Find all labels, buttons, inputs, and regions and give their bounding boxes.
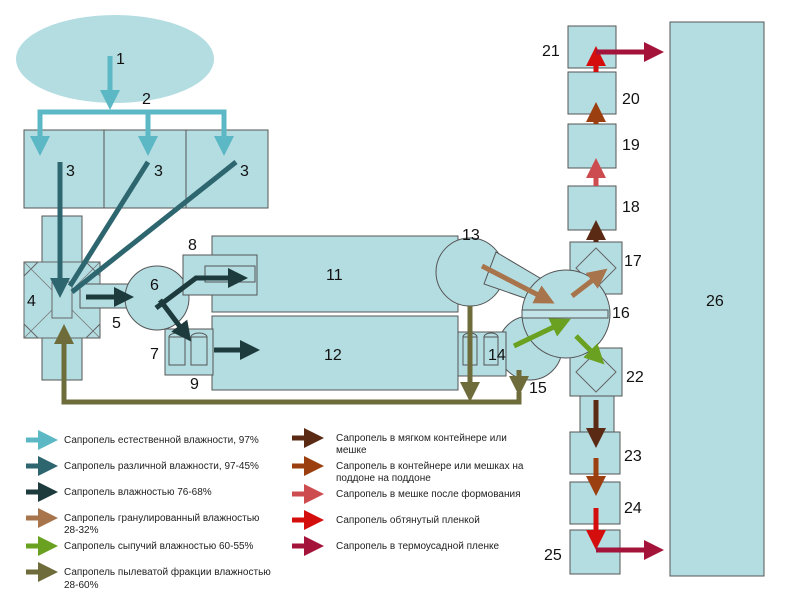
unit-4-core [51,281,73,319]
unit-22-diamond [575,351,617,393]
label-14: 14 [488,347,506,364]
legend-label: Сапропель гранулированный влажностью [64,513,260,524]
legend-item: Сапропель в термоусадной пленке [292,536,499,556]
legend-label: Сапропель обтянутый пленкой [336,514,480,526]
label-3c: 3 [240,163,249,180]
label-5: 5 [112,315,121,332]
unit-6 [124,265,190,331]
label-20: 20 [622,91,640,108]
label-2: 2 [142,91,151,108]
legend-label-cont: 28-32% [64,525,99,536]
legend-item: Сапропель в контейнере или мешках на под… [292,456,524,484]
unit-19 [567,123,617,169]
unit-7-drum-b-body [190,336,208,366]
flow-16-22 [574,334,605,365]
unit-14-drum-b-body [483,336,499,366]
label-1: 1 [116,51,125,68]
label-24: 24 [624,500,642,517]
label-4: 4 [27,293,36,310]
legend-label-cont: 28-60% [64,580,99,591]
label-9: 9 [190,376,199,393]
unit-18 [567,185,617,231]
legend-label: Сапропель влажностью 76-68% [64,487,212,498]
label-22: 22 [626,369,644,386]
label-12: 12 [324,347,342,364]
flow-dust-return [54,324,522,405]
legend-label: Сапропель в термоусадной пленке [336,541,499,552]
label-13: 13 [462,227,480,244]
legend-label: Сапропель пылеватой фракции влажностью [64,566,271,578]
legend-label: Сапропель в контейнере или мешках на [336,461,524,472]
legend-label: Сапропель естественной влажности, 97% [64,435,259,446]
number-labels: 1 2 3 3 3 4 5 6 7 8 9 11 12 13 14 15 16 … [27,43,724,564]
legend-label: Сапропель в мягком контейнере или [336,433,507,444]
legend-label: Сапропель сыпучий влажностью 60-55% [64,541,254,552]
flow-13-16 [480,263,555,304]
unit-7-drum-a-body [168,336,186,366]
label-8: 8 [188,237,197,254]
legend-item: Сапропель пылеватой фракции влажностью 2… [26,562,271,591]
label-7: 7 [150,346,159,363]
legend-label-cont: поддоне на поддоне [336,473,431,484]
legend-item: Сапропель в мягком контейнере или мешке [292,428,507,456]
legend-item: Сапропель обтянутый пленкой [292,510,480,530]
unit-20 [567,71,617,115]
flow-15-16 [512,318,571,349]
label-18: 18 [622,199,640,216]
flow-6-8 [154,268,248,310]
label-23: 23 [624,448,642,465]
tank-3a [23,129,105,209]
label-21: 21 [542,43,560,60]
legend-label: Сапропель различной влажности, 97-45% [64,461,259,472]
unit-4-chamfer [23,261,101,339]
label-16: 16 [612,305,630,322]
storage-26 [669,21,765,577]
equipment-blocks [16,15,765,577]
source-reservoir [16,15,214,103]
flow-6-7 [158,298,192,342]
dryer-11 [211,235,459,313]
flow-16-17 [570,268,608,298]
legend-item: Сапропель в мешке после формования [292,484,521,504]
label-11: 11 [326,267,343,284]
label-6: 6 [150,277,159,294]
legend-item: Сапропель различной влажности, 97-45% [26,456,259,476]
legend-label: Сапропель в мешке после формования [336,488,521,500]
label-26: 26 [706,293,724,310]
legend-item: Сапропель сыпучий влажностью 60-55% [26,536,254,556]
label-25: 25 [544,547,562,564]
label-19: 19 [622,137,640,154]
flow-3c-4 [70,160,238,294]
legend-item: Сапропель гранулированный влажностью 28-… [26,508,260,536]
legend: Сапропель естественной влажности, 97% Са… [26,428,524,591]
legend-label-cont: мешке [336,445,367,456]
unit-16-bar [521,309,609,319]
flow-arrows [30,42,664,560]
label-15: 15 [529,380,547,397]
unit-21 [567,25,617,69]
label-3b: 3 [154,163,163,180]
legend-item: Сапропель влажностью 76-68% [26,482,212,502]
label-3a: 3 [66,163,75,180]
legend-item: Сапропель естественной влажности, 97% [26,430,259,450]
label-17: 17 [624,253,642,270]
flow-3b-4 [67,160,151,288]
